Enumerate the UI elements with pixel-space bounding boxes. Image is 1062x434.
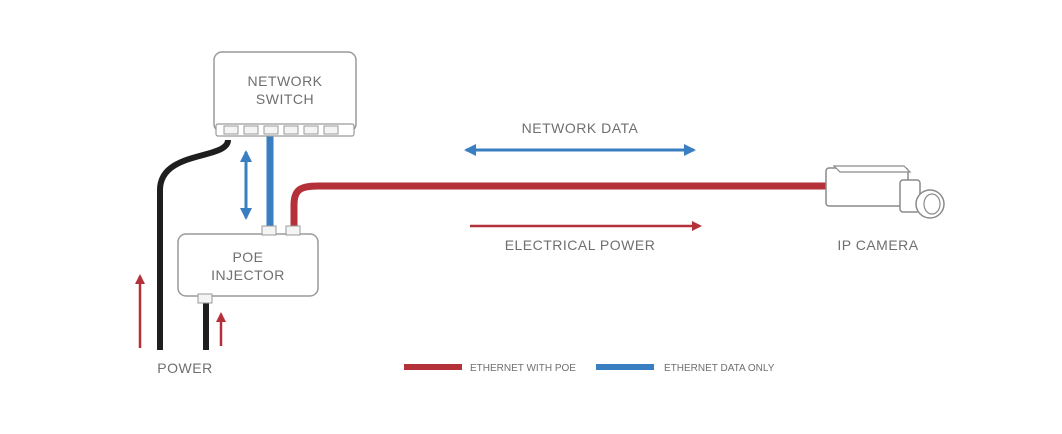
legend-data-label: ETHERNET DATA ONLY [664,363,775,374]
injector-label-line2: INJECTOR [211,267,285,283]
ethernet-poe-cable [290,182,828,232]
power-label: POWER [157,360,212,376]
electrical-power-label: ELECTRICAL POWER [505,237,656,253]
switch-power-cable [157,139,231,350]
network-switch-icon: NETWORK SWITCH [213,51,357,137]
legend: ETHERNET WITH POE ETHERNET DATA ONLY [404,363,775,374]
poe-injector-icon: POE INJECTOR [177,225,319,304]
switch-label-line2: SWITCH [256,91,314,107]
switch-label-line1: NETWORK [247,73,322,89]
ip-camera-icon [825,165,945,219]
legend-poe-label: ETHERNET WITH POE [470,363,576,374]
injector-label-line1: POE [232,249,263,265]
ip-camera-label: IP CAMERA [837,237,918,253]
network-data-label: NETWORK DATA [522,120,639,136]
